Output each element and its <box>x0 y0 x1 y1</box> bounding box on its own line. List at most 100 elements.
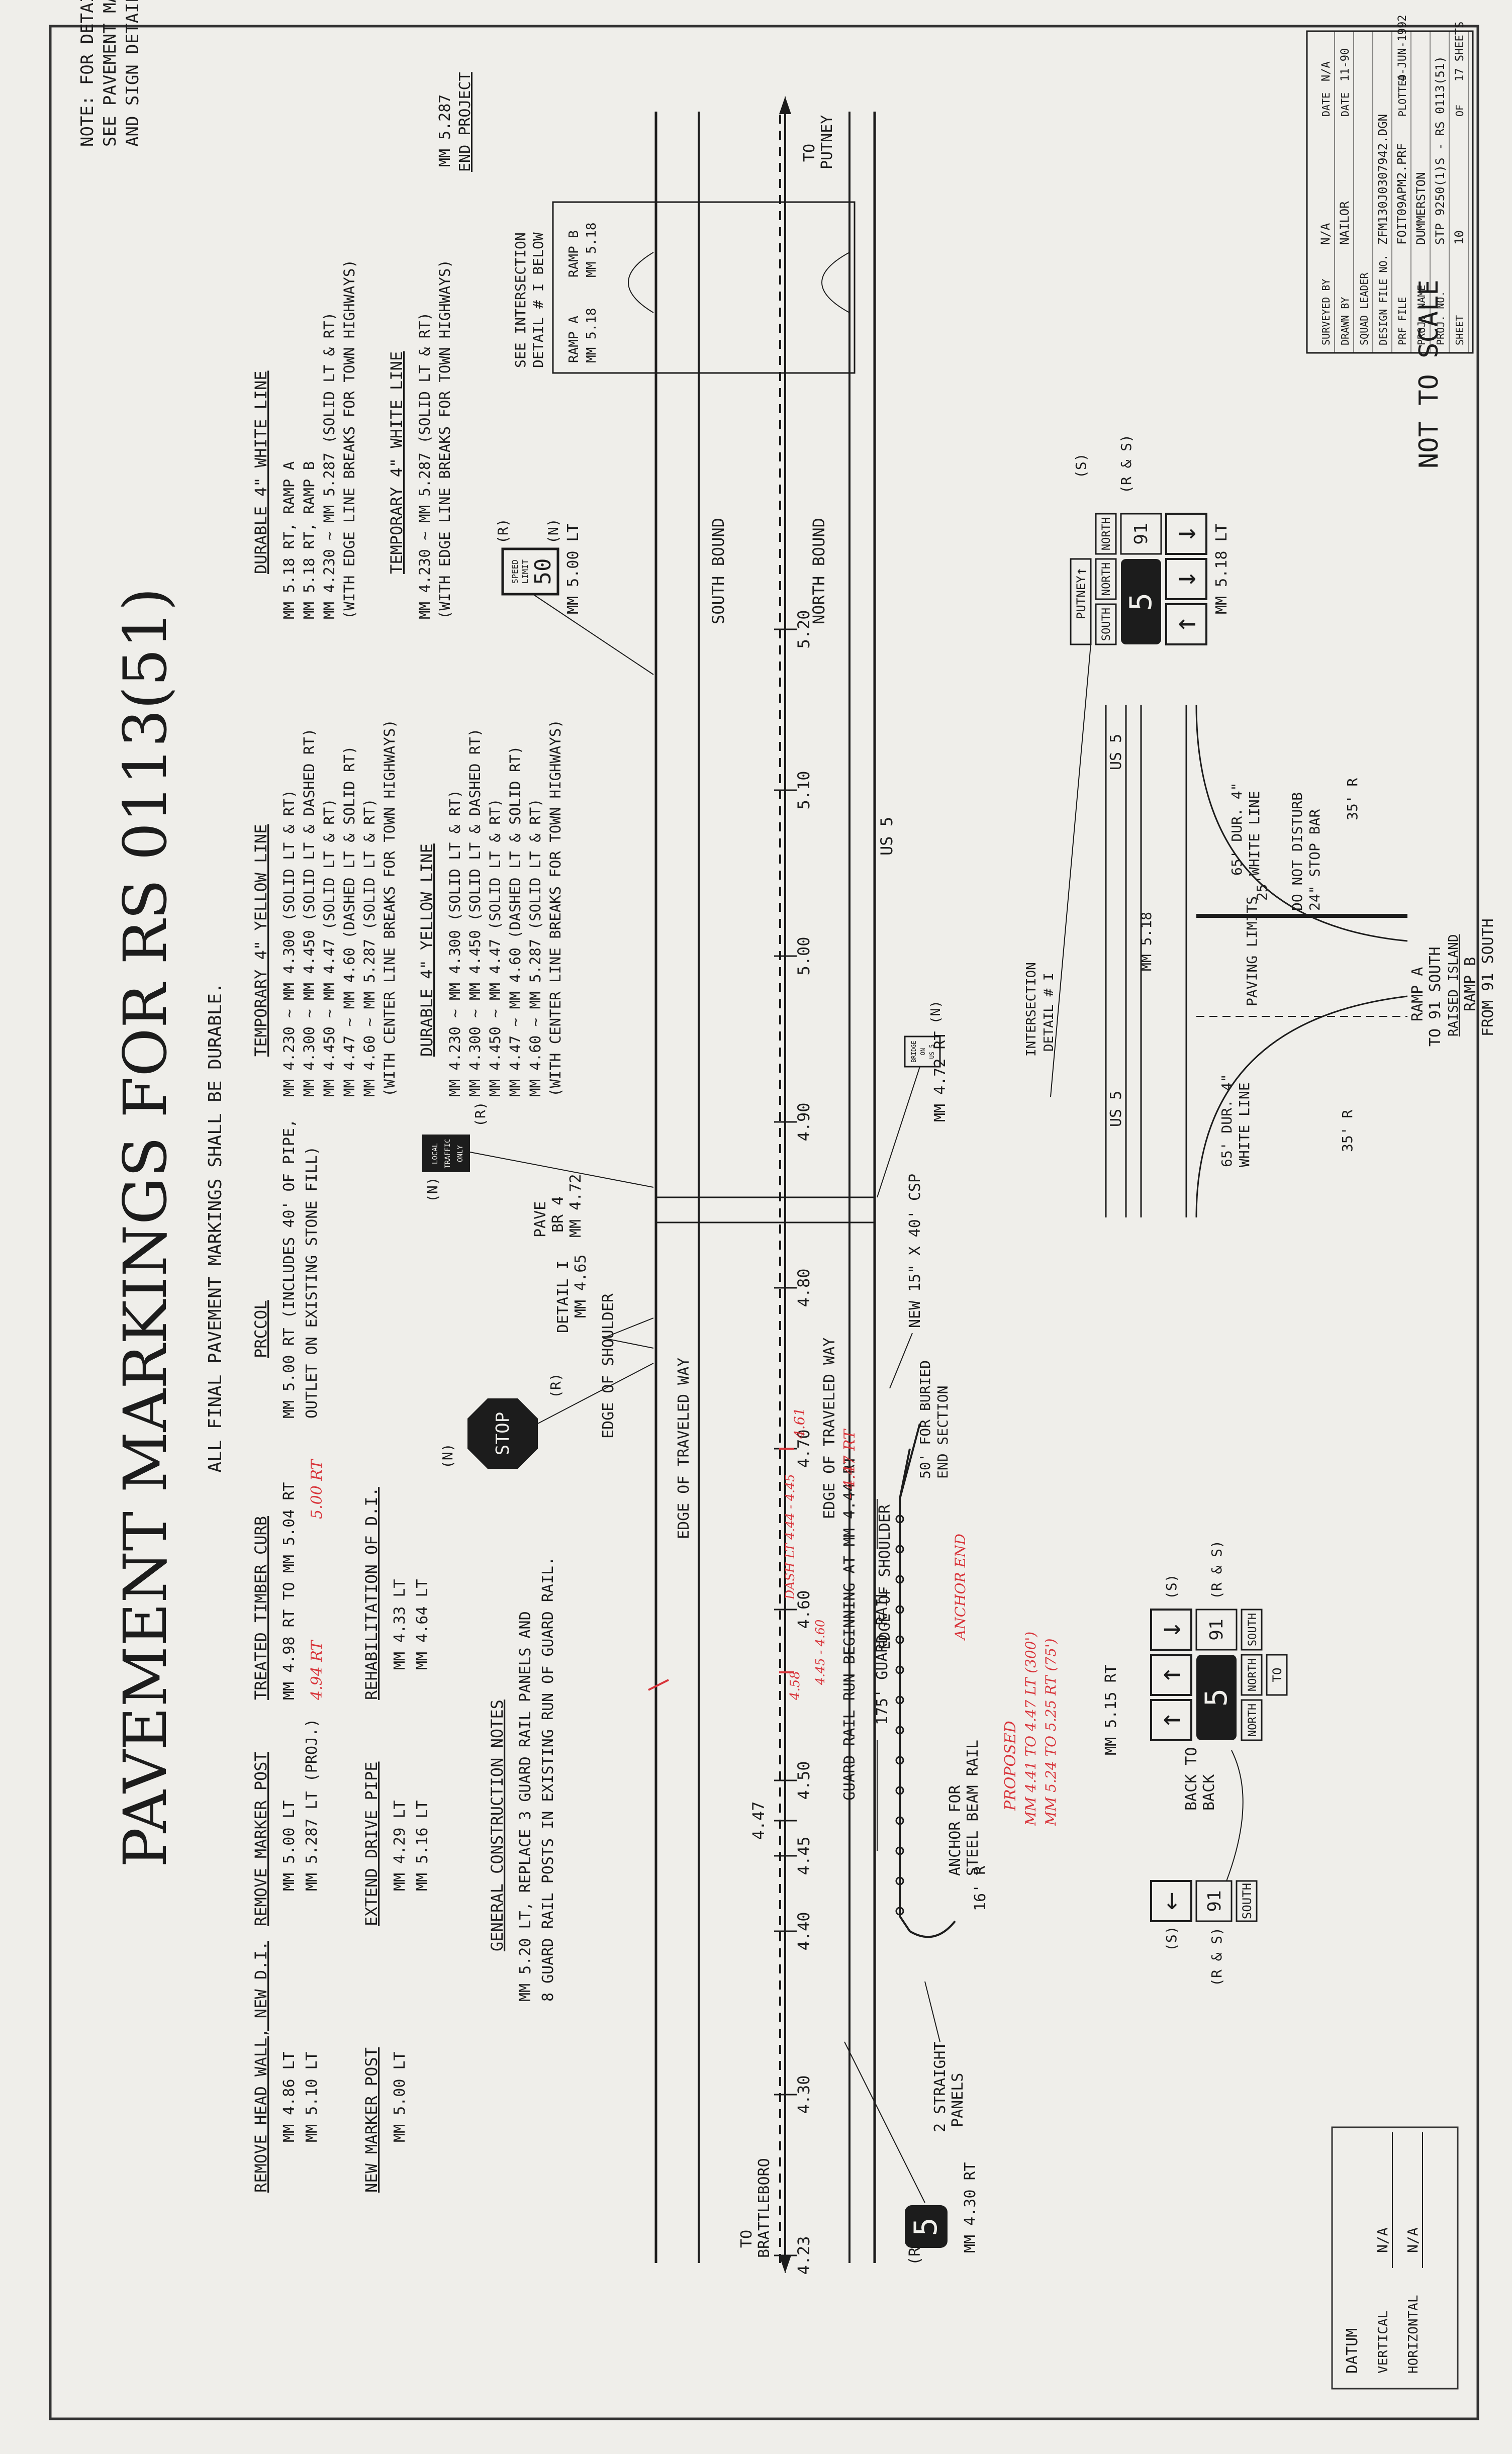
tb-label: PRF FILE <box>1396 297 1408 345</box>
list-remove-head-wall: REMOVE HEAD WALL, NEW D.I. MM 4.86 LT MM… <box>251 1941 321 2193</box>
tb-label2: DATE <box>1320 92 1332 117</box>
station-4.70: 4.70 <box>794 1429 813 1468</box>
list-heading: TEMPORARY 4" YELLOW LINE <box>251 824 270 1057</box>
to-brattleboro-1: TO <box>738 2230 755 2248</box>
tb-label2: OF <box>1454 105 1466 117</box>
north-label: NORTH <box>1100 517 1113 550</box>
speed-2: LIMIT <box>520 559 530 584</box>
red-dashed: DASH LT 4.44 - 4.45 <box>783 1474 797 1600</box>
datum-horizontal-label: HORIZONTAL <box>1406 2295 1421 2374</box>
list-precol: PRCCOL MM 5.00 RT (INCLUDES 40' OF PIPE,… <box>251 1119 321 1419</box>
red-proposed: PROPOSED <box>1002 1721 1019 1811</box>
tb-value: N/A <box>1318 223 1333 245</box>
list-item: MM 4.300 ~ MM 4.450 (SOLID LT & DASHED R… <box>301 728 318 1097</box>
anchor-label-1: ANCHOR FOR <box>947 1784 964 1876</box>
red-gr-rt: - 4.47 RT <box>841 1429 859 1499</box>
list-item: MM 4.450 ~ MM 4.47 (SOLID LT & RT) <box>321 798 338 1097</box>
speed-1: SPEED <box>510 559 520 584</box>
list-remove-marker-post: REMOVE MARKER POST MM 5.00 LT MM 5.287 L… <box>251 1719 321 1926</box>
back-to-back-1: BACK TO <box>1183 1747 1200 1811</box>
stop-label: STOP <box>493 1412 513 1456</box>
guard-rail-post <box>895 1635 904 1644</box>
datum-box: DATUM VERTICAL N/A HORIZONTAL N/A <box>1331 2126 1459 2390</box>
list-item: (WITH CENTER LINE BREAKS FOR TOWN HIGHWA… <box>381 719 398 1097</box>
red-458: 4.58 <box>788 1671 803 1701</box>
stop-bar-1: DO NOT DISTURB <box>1289 792 1305 911</box>
local-traffic-sign: LOCAL TRAFFIC ONLY (N) (R) <box>422 1101 489 1202</box>
north-bound-label: NORTH BOUND <box>809 518 828 624</box>
d25-label: 25' <box>1254 875 1270 901</box>
sign-rs-tag: (R & S) <box>1208 1540 1225 1599</box>
station-4.40: 4.40 <box>794 1912 813 1950</box>
guard-rail-post <box>895 1665 904 1674</box>
sign-n-tag: (N) <box>545 518 561 544</box>
r16-label: 16' R <box>972 1865 989 1911</box>
sign-s-tag: (S) <box>1163 1926 1180 1951</box>
list-item: MM 4.47 ~ MM 4.60 (DASHED LT & SOLID RT) <box>507 746 524 1097</box>
us-route-number: 5 <box>1123 593 1159 611</box>
straight-panels-2: PANELS <box>949 2073 967 2127</box>
anchor-label-2: STEEL BEAM RAIL <box>964 1740 982 1876</box>
list-heading: NEW MARKER POST <box>362 2047 381 2193</box>
guard-rail-post <box>895 1695 904 1705</box>
list-heading: DURABLE 4" WHITE LINE <box>251 370 270 574</box>
list-heading: REMOVE MARKER POST <box>251 1752 270 1926</box>
list-item: MM 4.47 ~ MM 4.60 (DASHED LT & SOLID RT) <box>341 746 358 1097</box>
tb-label2: DATE <box>1339 92 1351 117</box>
list-heading: REMOVE HEAD WALL, NEW D.I. <box>251 1941 270 2193</box>
to-putney-1: TO <box>801 144 818 162</box>
arrow-down-icon: ↓ <box>1168 525 1203 543</box>
pave-br-1: PAVE <box>532 1201 549 1238</box>
guard-rail-post <box>895 1907 904 1916</box>
red-annotations: PROPOSED MM 4.41 TO 4.47 LT (300') MM 5.… <box>308 1407 1059 1826</box>
list-item: MM 5.18 RT, RAMP A <box>280 461 298 619</box>
list-item: MM 5.287 LT (PROJ.) <box>303 1719 321 1891</box>
list-item: 8 GUARD RAIL POSTS IN EXISTING RUN OF GU… <box>539 1557 557 2002</box>
list-extend-drive-pipe: EXTEND DRIVE PIPE MM 4.29 LT MM 5.16 LT <box>362 1761 431 1926</box>
us-route-shield-icon <box>905 2205 948 2248</box>
list-item: MM 4.60 ~ MM 5.287 (SOLID LT & RT) <box>361 798 378 1097</box>
putney-label: PUTNEY <box>1074 576 1088 619</box>
tb-label2: PLOTTED <box>1396 74 1408 117</box>
red-500: 5.00 RT <box>308 1459 326 1519</box>
datum-vertical: N/A <box>1374 2227 1391 2253</box>
sign-n-tag: (N) <box>928 1000 943 1024</box>
arrow-up-icon: ↑ <box>1153 1666 1188 1684</box>
station-4.45: 4.45 <box>794 1836 813 1875</box>
gr-run-label: GUARD RAIL RUN BEGINNING AT MM 4.44 RT <box>841 1456 859 1801</box>
mm430-label: MM 4.30 RT <box>962 2162 979 2253</box>
guard-rail-post <box>895 1756 904 1765</box>
bridge-1: BRIDGE <box>910 1041 917 1062</box>
note-line-2: SEE PAVEMENT MARKING <box>100 0 120 147</box>
list-item: (WITH EDGE LINE BREAKS FOR TOWN HIGHWAYS… <box>341 259 358 619</box>
see-intersection-1: SEE INTERSECTION <box>512 232 529 368</box>
station-5.20: 5.20 <box>794 610 813 648</box>
putney-sign-assembly: PUTNEY ↑ SOUTH NORTH NORTH 5 91 ↑ ↓ ↓ <box>1070 513 1207 645</box>
us5-ramp-label-2: US 5 <box>1107 734 1125 770</box>
sign-n-tag: (N) <box>424 1177 441 1202</box>
list-durable-yellow: DURABLE 4" YELLOW LINE MM 4.230 ~ MM 4.3… <box>417 719 564 1097</box>
arrow-down-icon: ↓ <box>1153 1621 1188 1639</box>
tb-label: DRAWN BY <box>1339 297 1351 345</box>
paving-limits: PAVING LIMITS <box>1244 896 1260 1006</box>
north-label: NORTH <box>1247 1704 1259 1737</box>
intersection-detail-box <box>552 201 856 374</box>
detail1-line-2: MM 4.65 <box>572 1255 590 1318</box>
ramp-b-1: RAMP B <box>1462 957 1479 1011</box>
arrow-up-icon: ↑ <box>1168 615 1203 633</box>
local-3: ONLY <box>456 1145 464 1162</box>
arrow-down-icon: ↓ <box>1168 570 1203 588</box>
list-item: (WITH EDGE LINE BREAKS FOR TOWN HIGHWAYS… <box>436 259 453 619</box>
local-1: LOCAL <box>431 1143 439 1164</box>
list-item: MM 4.230 ~ MM 5.287 (SOLID LT & RT) <box>416 312 433 619</box>
to-brattleboro-2: BRATTLEBORO <box>755 2158 773 2258</box>
list-item: OUTLET ON EXISTING STONE FILL) <box>303 1146 321 1419</box>
ramp-a2-1: RAMP A <box>566 316 582 363</box>
list-item: MM 5.00 LT <box>280 1800 298 1891</box>
list-item: MM 4.98 RT TO MM 5.04 RT <box>280 1482 298 1700</box>
list-general-notes: GENERAL CONSTRUCTION NOTES MM 5.20 LT, R… <box>488 1557 557 2002</box>
list-item: MM 4.60 ~ MM 5.287 (SOLID LT & RT) <box>527 798 544 1097</box>
see-intersection-2: DETAIL # I BELOW <box>530 232 546 368</box>
sign-n-tag: (N) <box>439 1443 456 1469</box>
